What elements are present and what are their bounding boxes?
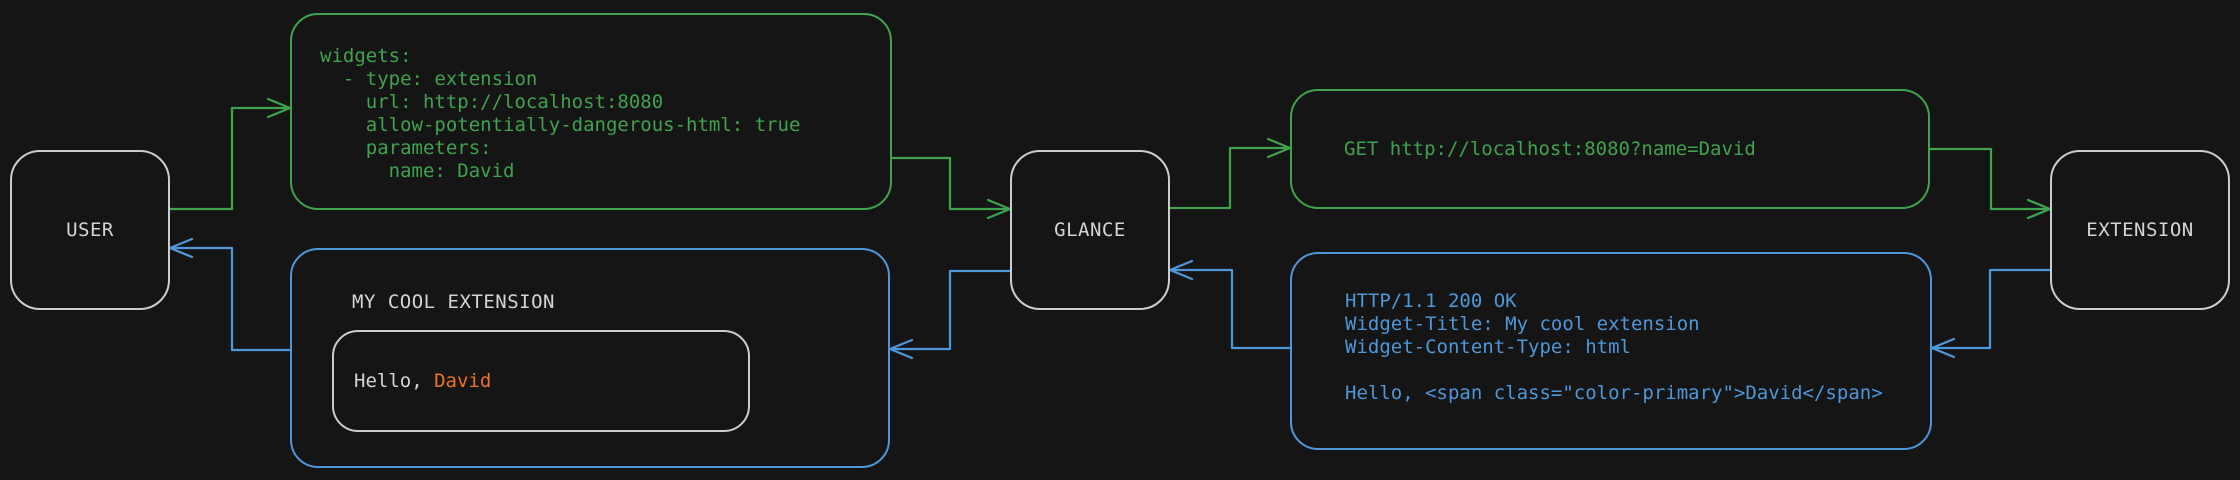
arrow-head-icon [168,237,194,259]
arrow-glance-to-preview [888,269,1012,360]
node-user-label: USER [66,219,114,241]
greeting-name: David [434,370,492,392]
arrow-head-icon [2026,198,2052,220]
arrow-shaft [1928,147,2052,211]
arrow-shaft [1168,146,1292,210]
arrow-head-icon [1168,259,1194,281]
config-yaml-code: widgets: - type: extension url: http://l… [320,45,801,182]
arrow-response-to-glance [1168,259,1292,350]
widget-preview-inner-card: Hello, David [332,330,750,432]
widget-preview-title: MY COOL EXTENSION [352,291,555,313]
arrow-head-icon [888,338,914,360]
widget-greeting: Hello, David [334,370,491,392]
arrow-head-icon [986,198,1012,220]
arrow-shaft [888,269,1012,351]
arrow-shaft [1930,268,2052,350]
arrow-shaft [890,156,1012,211]
widget-preview-box: MY COOL EXTENSION Hello, David [290,248,890,468]
arrow-head-icon [266,97,292,119]
arrow-shaft [168,246,292,352]
arrow-head-icon [1266,137,1292,159]
arrow-shaft [1168,268,1292,350]
node-extension-label: EXTENSION [2086,219,2194,241]
arrow-config-to-glance [890,156,1012,220]
arrow-request-to-extension [1928,147,2052,220]
arrow-extension-to-response [1930,268,2052,359]
arrow-glance-to-request [1168,137,1292,210]
http-response-box: HTTP/1.1 200 OK Widget-Title: My cool ex… [1290,252,1932,450]
greeting-prefix: Hello, [354,370,435,392]
node-user: USER [10,150,170,310]
node-glance-label: GLANCE [1054,219,1126,241]
arrow-head-icon [1930,337,1956,359]
arrow-user-to-config [168,97,292,211]
http-request-text: GET http://localhost:8080?name=David [1344,137,1756,160]
node-extension: EXTENSION [2050,150,2230,310]
http-request-box: GET http://localhost:8080?name=David [1290,89,1930,209]
http-response-code: HTTP/1.1 200 OK Widget-Title: My cool ex… [1345,290,1883,404]
config-yaml-box: widgets: - type: extension url: http://l… [290,13,892,210]
arrow-shaft [168,106,292,211]
node-glance: GLANCE [1010,150,1170,310]
arrow-preview-to-user [168,237,292,352]
